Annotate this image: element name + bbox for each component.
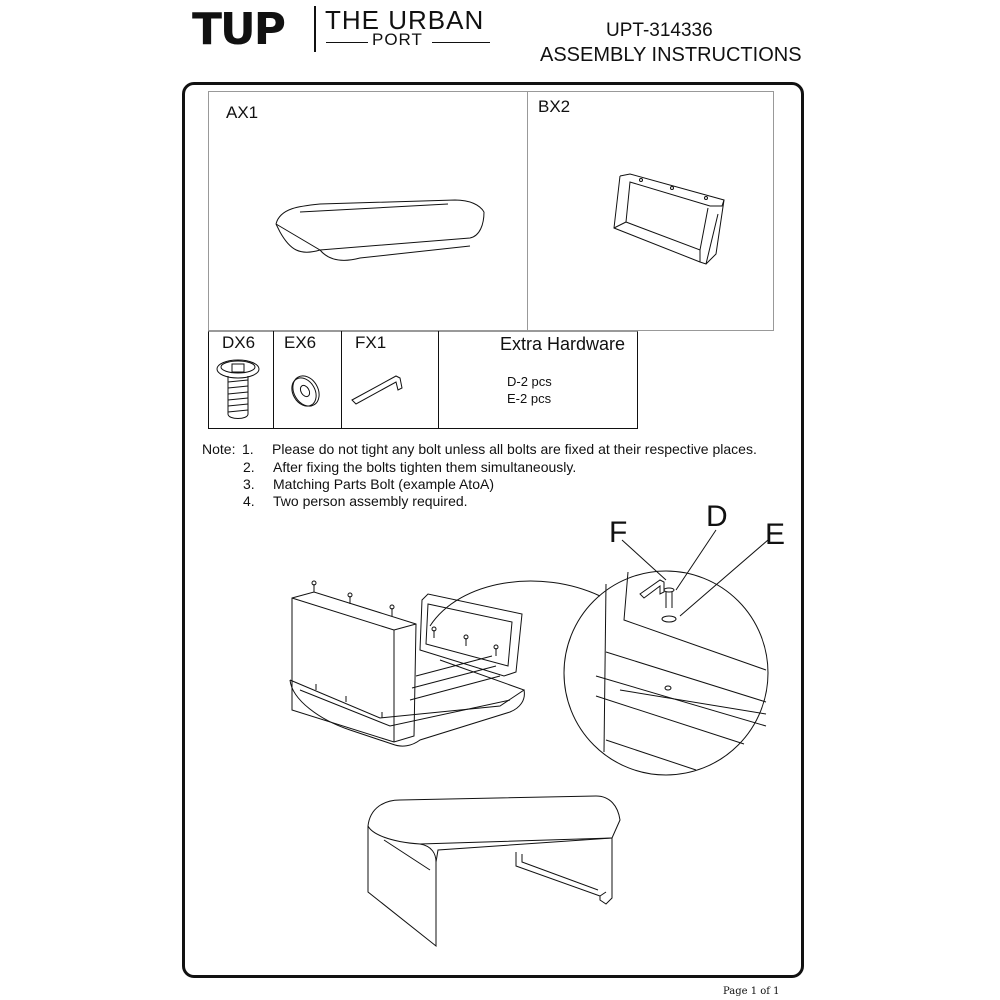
note-text: Two person assembly required.	[273, 493, 468, 509]
part-label-bx2: BX2	[538, 97, 571, 116]
hardware-divider	[438, 331, 439, 429]
hardware-box	[208, 331, 638, 429]
hardware-divider	[273, 331, 274, 429]
hardware-label-fx1: FX1	[355, 333, 387, 352]
logo-rule-right	[432, 42, 490, 43]
callout-e-label: E	[765, 518, 786, 551]
note-number: 1.	[242, 441, 254, 457]
extra-hardware-line: E-2 pcs	[507, 391, 552, 406]
brand-name: THE URBAN	[325, 5, 485, 35]
brand-subname: PORT	[372, 30, 423, 49]
logo-rule-left	[326, 42, 368, 43]
extra-hardware-title: Extra Hardware	[500, 334, 626, 354]
notes-prefix: Note:	[202, 441, 236, 457]
extra-hardware-line: D-2 pcs	[507, 374, 552, 389]
parts-divider	[527, 91, 528, 331]
document-title: ASSEMBLY INSTRUCTIONS	[540, 44, 802, 66]
instructions-frame	[182, 82, 804, 978]
part-label-ax1: AX1	[226, 103, 259, 122]
logo-divider	[314, 6, 316, 52]
note-number: 2.	[243, 459, 255, 475]
hardware-label-ex6: EX6	[284, 333, 317, 352]
note-text: After fixing the bolts tighten them simu…	[273, 459, 577, 475]
hardware-label-dx6: DX6	[222, 333, 256, 352]
parts-box	[208, 91, 774, 331]
hardware-divider	[341, 331, 342, 429]
note-text: Matching Parts Bolt (example AtoA)	[273, 476, 494, 492]
note-number: 4.	[243, 493, 255, 509]
callout-f-label: F	[609, 516, 628, 549]
document-code: UPT-314336	[606, 20, 713, 41]
callout-d-label: D	[706, 500, 728, 533]
brand-logo-mark: TUP	[192, 4, 286, 55]
note-text: Please do not tight any bolt unless all …	[272, 441, 757, 457]
page-footer: Page 1 of 1	[723, 986, 780, 997]
note-number: 3.	[243, 476, 255, 492]
